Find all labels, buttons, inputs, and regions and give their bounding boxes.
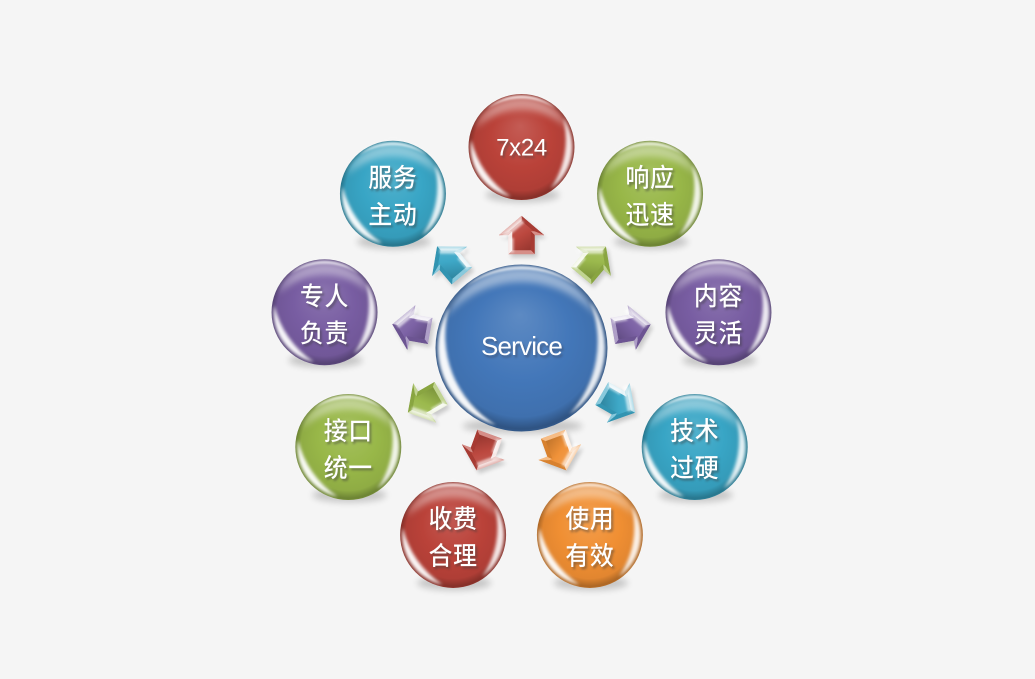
svg-text:Service: Service	[481, 331, 562, 361]
svg-text:7x24: 7x24	[496, 135, 547, 162]
svg-text:Service: Service	[483, 333, 564, 363]
svg-text:7x24: 7x24	[498, 137, 549, 164]
